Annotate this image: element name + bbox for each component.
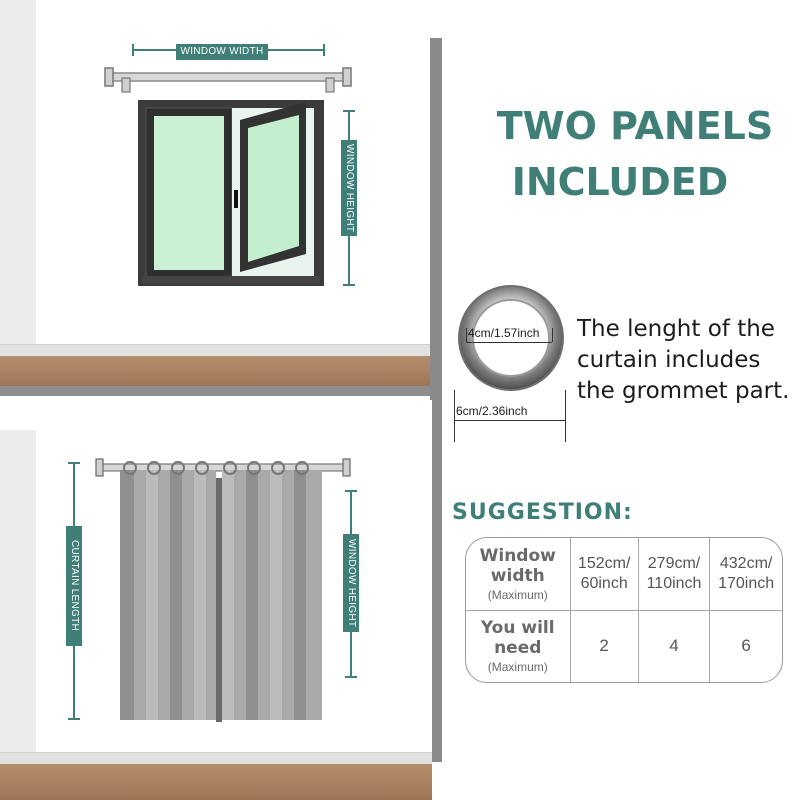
width-value: 152cm/ [577,554,631,572]
table-cell: 279cm/ 110inch [637,538,711,611]
measure-cap [323,44,325,56]
table-cell: 432cm/ 170inch [709,538,782,611]
inner-dim-line [466,342,552,343]
window-height-label: WINDOW HEIGHT [343,534,359,632]
width-value: 432cm/ [719,554,773,572]
grommet-note: The lenght of the curtain includes the g… [577,316,790,404]
measure-cap [68,718,80,720]
window-height-label: WINDOW HEIGHT [341,140,357,236]
window-width-label: WINDOW WIDTH [176,44,268,60]
grommet-ring-icon [458,285,564,391]
curtain-length-label: CURTAIN LENGTH [66,526,82,646]
inner-dim-tick [466,328,467,342]
measure-cap [345,676,357,678]
curtain-rod-icon [104,67,352,93]
inner-dim-tick [552,328,553,342]
panel-count: 2 [569,609,639,682]
width-value: 60inch [580,574,628,592]
divider [430,38,442,762]
curtain-panels-icon [95,458,351,722]
headline-line-1: TWO PANELS [496,104,774,148]
window-room-scene: WINDOW WIDTH WINDOW HEIGHT [0,0,432,398]
headline-line-2: INCLUDED [511,160,729,204]
floor-edge [0,386,432,396]
row-label: Window width [479,545,556,586]
row-header: You will need (Maximum) [466,609,571,682]
grommet-outer-size: 6cm/2.36inch [456,404,528,418]
row-header: Window width (Maximum) [466,538,571,611]
table-row: Window width (Maximum) 152cm/ 60inch 279… [466,538,782,611]
row-sublabel: (Maximum) [487,660,548,675]
side-wall [0,430,36,756]
outer-dim-tick [565,390,566,442]
width-value: 170inch [718,574,775,592]
suggestion-title: SUGGESTION: [452,500,633,525]
width-value: 279cm/ [647,554,701,572]
suggestion-table: Window width (Maximum) 152cm/ 60inch 279… [465,537,783,683]
row-sublabel: (Maximum) [487,587,548,602]
row-label: You will need [480,618,555,659]
outer-dim-line [454,420,565,421]
window-icon [138,100,324,286]
grommet-inner-size: 4cm/1.57inch [468,326,540,340]
floor [0,764,432,800]
panel-count: 4 [637,609,711,682]
table-cell: 152cm/ 60inch [569,538,639,611]
baseboard [0,344,432,358]
table-row: You will need (Maximum) 2 4 6 [466,609,782,682]
measure-cap [343,284,355,286]
floor [0,356,432,386]
side-wall [0,0,36,344]
baseboard [0,752,432,766]
outer-dim-tick [454,390,455,442]
panel-count: 6 [709,609,782,682]
curtain-room-scene: CURTAIN LENGTH WINDOW HEIGHT [0,400,432,800]
width-value: 110inch [646,574,702,592]
